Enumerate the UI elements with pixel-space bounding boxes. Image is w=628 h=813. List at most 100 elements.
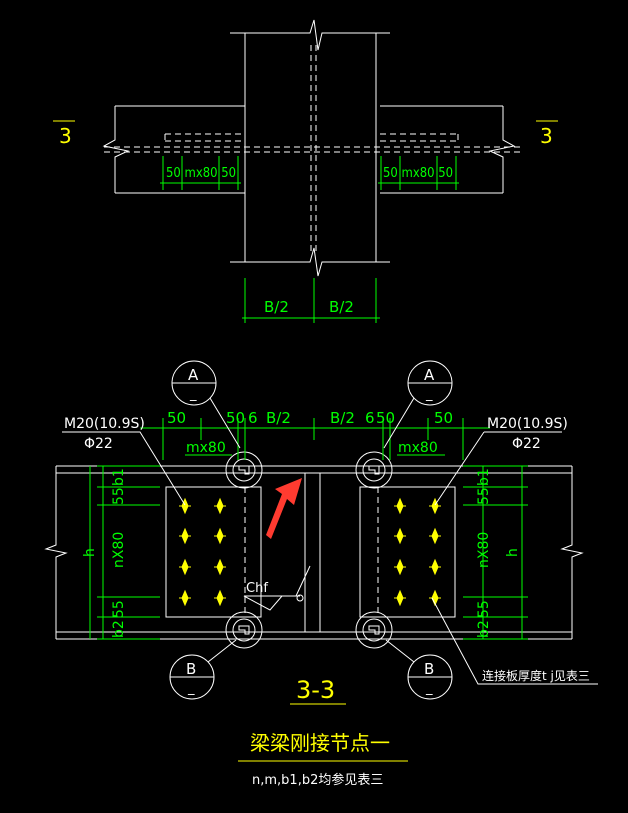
callout-b-right-letter: B bbox=[424, 660, 434, 678]
bolt-marker bbox=[214, 589, 226, 607]
callout-b-left-sub: _ bbox=[187, 681, 195, 696]
bolt-marker bbox=[394, 558, 406, 576]
hole-outer-circle bbox=[355, 611, 393, 649]
left-bolt-dim-text: 50 mx80 50 bbox=[166, 166, 236, 181]
plate-note: 连接板厚度t j见表三 bbox=[482, 668, 590, 683]
vdim-nx80-right: nX80 bbox=[476, 532, 492, 568]
title-note: n,m,b1,b2均参见表三 bbox=[252, 772, 383, 788]
bolt-head bbox=[238, 465, 250, 475]
flange-bolt-hole bbox=[225, 451, 263, 489]
bolt-pitch-right: mx80 bbox=[398, 440, 438, 456]
bolt-spec-right-underline bbox=[434, 431, 562, 506]
title-block: 梁梁刚接节点一 n,m,b1,b2均参见表三 bbox=[238, 731, 408, 788]
bolt-marker bbox=[429, 527, 441, 545]
flange-bolt-hole bbox=[355, 611, 393, 649]
vdim-55-top-right: 55 bbox=[476, 487, 492, 505]
section-top-dim-lines bbox=[140, 418, 490, 460]
bolt-marker bbox=[429, 558, 441, 576]
section-mark-right: 3 bbox=[540, 124, 553, 148]
top-flange-lines bbox=[56, 465, 572, 474]
vdim-55-bottom-right: 55 bbox=[476, 600, 492, 618]
hole-spec-right: Φ22 bbox=[512, 436, 541, 452]
bolt-marker bbox=[429, 497, 441, 515]
bolt-pitch-left: mx80 bbox=[186, 440, 226, 456]
left-vertical-dim-lines bbox=[97, 465, 160, 640]
bolt-marker bbox=[394, 527, 406, 545]
callout-a-left-sub: _ bbox=[189, 387, 197, 402]
bolt-spec-left: M20(10.9S) bbox=[64, 416, 145, 432]
callout-b-left-divider bbox=[170, 639, 237, 678]
main-beam-bottom-break bbox=[230, 247, 390, 277]
hole-inner-circle bbox=[232, 458, 256, 482]
weld-label: Chf bbox=[246, 581, 268, 596]
left-bolt-dim-lines bbox=[160, 156, 241, 190]
hole-inner-circle bbox=[362, 618, 386, 642]
top-dim-50-left: 50 bbox=[167, 409, 186, 427]
hole-outer-circle bbox=[355, 451, 393, 489]
callout-a-right-sub: _ bbox=[425, 387, 433, 402]
left-splice-plate bbox=[165, 486, 262, 618]
vdim-b1-right: b1 bbox=[476, 468, 492, 486]
left-break-mark bbox=[44, 466, 68, 639]
half-width-left: B/2 bbox=[264, 298, 289, 316]
vdim-b2-right: b2 bbox=[476, 620, 492, 638]
bolt-marker bbox=[429, 589, 441, 607]
bolt-marker bbox=[214, 527, 226, 545]
main-beam-top-break bbox=[230, 19, 390, 51]
right-splice-plate bbox=[359, 486, 456, 618]
hole-outer-circle bbox=[225, 451, 263, 489]
right-vertical-dim-lines bbox=[463, 465, 528, 640]
weld-symbol-circle bbox=[296, 594, 304, 602]
bolt-head bbox=[368, 465, 380, 475]
bolt-marker bbox=[214, 558, 226, 576]
bolt-marker bbox=[214, 497, 226, 515]
bolt-marker bbox=[179, 497, 191, 515]
flange-bolt-hole bbox=[225, 611, 263, 649]
hole-inner-circle bbox=[362, 458, 386, 482]
hole-outer-circle bbox=[225, 611, 263, 649]
vdim-b1-left: b1 bbox=[111, 468, 127, 486]
top-dim-6-left: 6 bbox=[248, 409, 258, 427]
right-bolt-dim-lines bbox=[378, 156, 459, 190]
callout-b-right-divider bbox=[385, 639, 452, 678]
top-dim-6-right: 6 bbox=[365, 409, 375, 427]
right-break-mark bbox=[560, 466, 584, 639]
right-beam-flange-dashed bbox=[380, 133, 459, 142]
top-dim-50-right-inner: 50 bbox=[376, 409, 395, 427]
drawing-title: 梁梁刚接节点一 bbox=[250, 731, 390, 755]
hole-inner-circle bbox=[232, 618, 256, 642]
half-width-dim-lines bbox=[242, 278, 380, 323]
top-dim-b2-left: B/2 bbox=[266, 409, 291, 427]
elevation-view: 3 3 50 mx80 50 50 mx80 50 B/2 B/2 bbox=[53, 19, 558, 323]
callout-a-left-divider bbox=[172, 382, 241, 449]
hole-spec-left: Φ22 bbox=[84, 436, 113, 452]
plate-note-leader bbox=[431, 597, 598, 685]
callout-a-right-letter: A bbox=[424, 366, 435, 384]
bolt-marker bbox=[179, 558, 191, 576]
bolt-spec-left-underline bbox=[62, 431, 186, 506]
bolt-marker bbox=[179, 527, 191, 545]
vdim-55-bottom-left: 55 bbox=[111, 600, 127, 618]
section-view: 50 50 6 B/2 B/2 6 50 50 mx80 mx80 55 b1 … bbox=[44, 360, 598, 705]
bottom-flange-lines bbox=[56, 631, 572, 640]
vdim-b2-left: b2 bbox=[111, 620, 127, 638]
flange-bolt-hole bbox=[355, 451, 393, 489]
right-bolt-dim-text: 50 mx80 50 bbox=[383, 166, 453, 181]
top-dim-50-left-inner: 50 bbox=[226, 409, 245, 427]
height-label-right: h bbox=[505, 548, 521, 557]
left-beam-outline bbox=[102, 105, 245, 194]
bolt-marker bbox=[179, 589, 191, 607]
bolt-head bbox=[238, 625, 250, 635]
bolt-marker bbox=[394, 497, 406, 515]
bolt-head bbox=[368, 625, 380, 635]
left-beam-flange-dashed bbox=[164, 133, 245, 142]
height-label-left: h bbox=[82, 548, 98, 557]
callout-b-right-sub: _ bbox=[425, 681, 433, 696]
callout-b-left-letter: B bbox=[186, 660, 196, 678]
bolt-marker bbox=[394, 589, 406, 607]
callout-a-right-divider bbox=[383, 382, 452, 449]
vdim-55-top-left: 55 bbox=[111, 487, 127, 505]
section-mark-left: 3 bbox=[59, 124, 72, 148]
red-pointer-arrow bbox=[266, 478, 302, 539]
